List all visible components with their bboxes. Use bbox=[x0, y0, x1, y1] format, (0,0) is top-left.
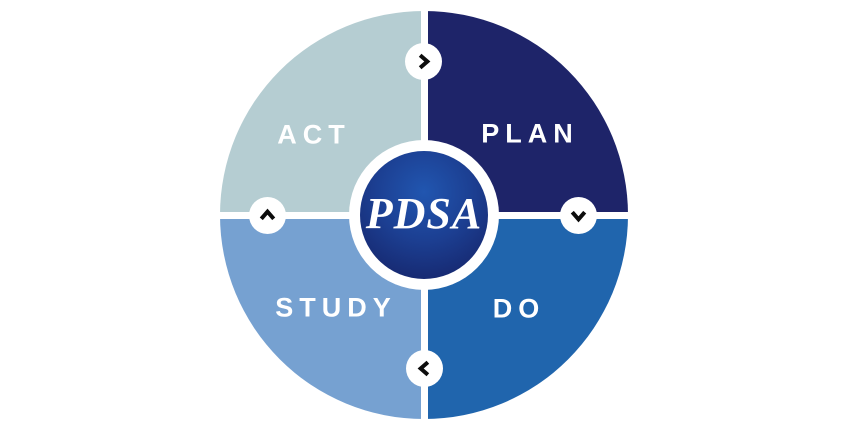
chevron-left-icon bbox=[417, 360, 430, 377]
quadrant-label-do: DO bbox=[492, 293, 546, 324]
chevron-up-icon bbox=[259, 208, 276, 221]
cycle-arrow-bottom bbox=[406, 350, 443, 387]
center-badge-ring: PDSA bbox=[349, 140, 499, 290]
quadrant-label-study: STUDY bbox=[275, 292, 397, 323]
chevron-down-icon bbox=[570, 210, 587, 223]
cycle-arrow-right bbox=[560, 197, 597, 234]
center-label: PDSA bbox=[365, 189, 483, 238]
quadrant-label-plan: PLAN bbox=[481, 118, 579, 149]
quadrant-label-act: ACT bbox=[277, 119, 351, 150]
center-badge: PDSA bbox=[360, 151, 488, 279]
cycle-arrow-top bbox=[405, 43, 442, 80]
cycle-arrow-left bbox=[249, 197, 286, 234]
chevron-right-icon bbox=[418, 53, 431, 70]
